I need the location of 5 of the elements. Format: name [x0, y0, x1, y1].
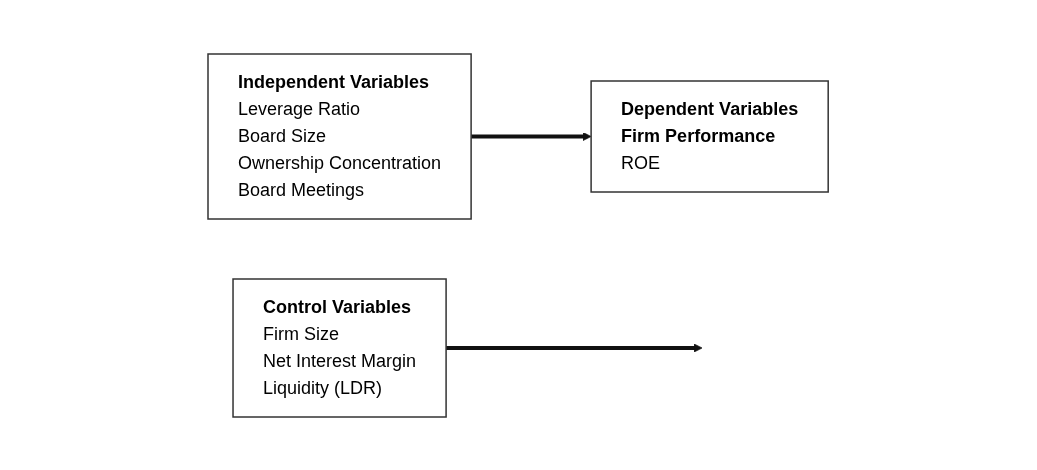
node-box: Independent Variables Leverage Ratio Board Size Ownership Concentration Board Meetings: [207, 52, 473, 220]
arrow: [471, 131, 592, 141]
arrow: [446, 343, 703, 352]
node-box: Dependent Variables Firm Performance ROE: [590, 79, 830, 193]
node-box: Control Variables Firm Size Net Interest Margin Liquidity (LDR): [232, 277, 448, 418]
